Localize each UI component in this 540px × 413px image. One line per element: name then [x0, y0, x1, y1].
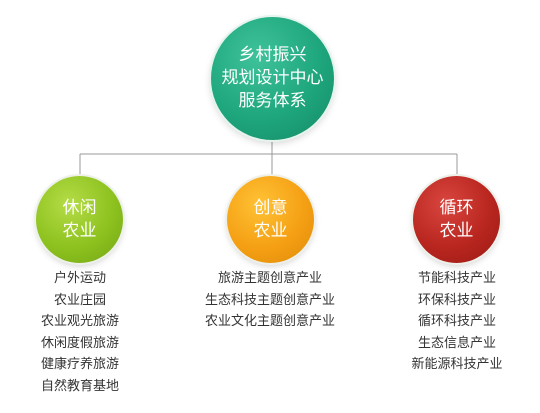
- list-item: 生态科技主题创意产业: [204, 292, 335, 308]
- list-item: 环保科技产业: [417, 292, 496, 308]
- root-title-line: 服务体系: [238, 91, 307, 111]
- list-item: 休闲度假旅游: [40, 335, 119, 351]
- branch-title-line: 循环: [439, 197, 474, 218]
- circular-agriculture-list: 节能科技产业 环保科技产业 循环科技产业 生态信息产业 新能源科技产业: [400, 268, 514, 376]
- list-item: 农业文化主题创意产业: [204, 314, 335, 329]
- list-item: 自然教育基地: [40, 378, 119, 394]
- list-item: 节能科技产业: [417, 271, 496, 286]
- branch-title-line: 创意: [253, 197, 288, 218]
- creative-agriculture-list: 旅游主题创意产业 生态科技主题创意产业 农业文化主题创意产业: [190, 268, 350, 333]
- branch-title-line: 农业: [439, 220, 474, 241]
- list-item: 循环科技产业: [417, 314, 496, 329]
- list-item: 生态信息产业: [417, 335, 496, 351]
- list-item: 农业庄园: [53, 292, 106, 308]
- list-item: 户外运动: [53, 271, 106, 286]
- root-title-line: 乡村振兴: [238, 45, 307, 65]
- branch-node-leisure-agriculture: 休闲 农业: [36, 176, 123, 263]
- branch-title-line: 农业: [62, 220, 97, 241]
- list-item: 新能源科技产业: [411, 357, 503, 372]
- list-item: 农业观光旅游: [40, 314, 119, 329]
- branch-title-line: 农业: [253, 220, 288, 241]
- list-item: 旅游主题创意产业: [217, 271, 322, 286]
- branch-node-creative-agriculture: 创意 农业: [227, 176, 314, 263]
- list-item: 健康疗养旅游: [40, 357, 119, 372]
- branch-title-line: 休闲: [62, 197, 97, 218]
- branch-node-circular-agriculture: 循环 农业: [413, 176, 500, 263]
- root-title-line: 规划设计中心: [221, 68, 324, 88]
- leisure-agriculture-list: 户外运动 农业庄园 农业观光旅游 休闲度假旅游 健康疗养旅游 自然教育基地: [20, 268, 140, 397]
- root-node-rural-revitalization: 乡村振兴 规划设计中心 服务体系: [211, 17, 334, 140]
